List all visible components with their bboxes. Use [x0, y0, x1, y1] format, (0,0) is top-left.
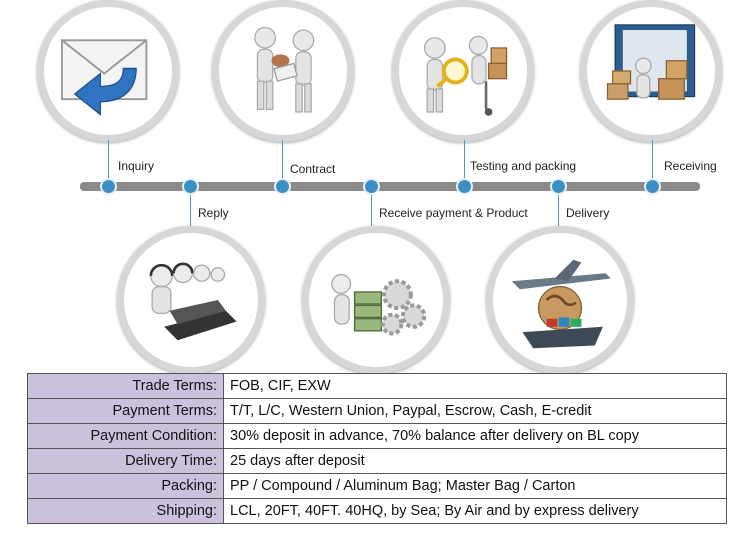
term-value: FOB, CIF, EXW [223, 373, 727, 399]
term-key: Packing: [27, 473, 224, 499]
table-row: Payment Terms: T/T, L/C, Western Union, … [27, 398, 727, 424]
handshake-icon [212, 0, 354, 142]
node-reply [182, 178, 199, 195]
money-gears-icon [302, 226, 450, 374]
envelope-icon [37, 0, 179, 142]
term-key: Payment Condition: [27, 423, 224, 449]
terms-table: Trade Terms: FOB, CIF, EXW Payment Terms… [27, 373, 727, 524]
customer-service-icon [117, 226, 265, 374]
node-receiving [644, 178, 661, 195]
term-key: Payment Terms: [27, 398, 224, 424]
stem-delivery [558, 192, 559, 226]
table-row: Shipping: LCL, 20FT, 40FT. 40HQ, by Sea;… [27, 498, 727, 524]
term-key: Delivery Time: [27, 448, 224, 474]
node-delivery [550, 178, 567, 195]
step-label-contract: Contract [290, 162, 336, 176]
node-receive-payment [363, 178, 380, 195]
stem-receive-payment [371, 192, 372, 226]
step-label-testing: Testing and packing [470, 159, 577, 173]
timeline-bar [80, 182, 700, 191]
term-value: 30% deposit in advance, 70% balance afte… [223, 423, 727, 449]
table-row: Delivery Time: 25 days after deposit [27, 448, 727, 474]
term-key: Shipping: [27, 498, 224, 524]
stem-receiving [652, 140, 653, 182]
table-row: Packing: PP / Compound / Aluminum Bag; M… [27, 473, 727, 499]
stem-testing [464, 140, 465, 182]
node-inquiry [100, 178, 117, 195]
step-label-reply: Reply [198, 206, 229, 220]
stem-inquiry [108, 140, 109, 182]
step-label-delivery: Delivery [566, 206, 610, 220]
term-key: Trade Terms: [27, 373, 224, 399]
container-boxes-icon [580, 0, 722, 142]
magnifier-inspection-icon [392, 0, 534, 142]
table-row: Trade Terms: FOB, CIF, EXW [27, 373, 727, 399]
stem-reply [190, 192, 191, 226]
airplane-globe-ship-icon [486, 226, 634, 374]
process-diagram: Inquiry Reply Contract Receive payment &… [37, 0, 722, 374]
node-contract [274, 178, 291, 195]
term-value: PP / Compound / Aluminum Bag; Master Bag… [223, 473, 727, 499]
term-value: LCL, 20FT, 40FT. 40HQ, by Sea; By Air an… [223, 498, 727, 524]
step-label-receiving: Receiving [664, 159, 717, 173]
node-testing [456, 178, 473, 195]
term-value: T/T, L/C, Western Union, Paypal, Escrow,… [223, 398, 727, 424]
stem-contract [282, 140, 283, 182]
term-value: 25 days after deposit [223, 448, 727, 474]
step-label-receive-payment: Receive payment & Product [379, 206, 528, 220]
table-row: Payment Condition: 30% deposit in advanc… [27, 423, 727, 449]
step-label-inquiry: Inquiry [118, 159, 155, 173]
